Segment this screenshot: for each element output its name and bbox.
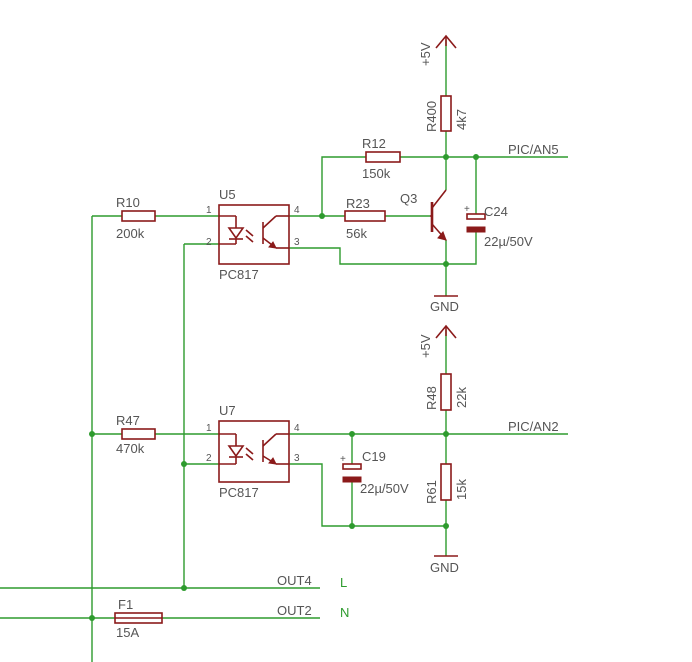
gnd-label-top: GND <box>430 299 459 314</box>
r10-value: 200k <box>116 226 145 241</box>
junction <box>349 431 355 437</box>
wires <box>0 40 568 662</box>
resistor-r10: R10 200k <box>116 195 156 241</box>
r48-value: 22k <box>454 387 469 408</box>
c24-value: 22µ/50V <box>484 234 533 249</box>
r61-value: 15k <box>454 479 469 500</box>
r400-value: 4k7 <box>454 109 469 130</box>
u7-pin-2: 2 <box>206 453 212 464</box>
transistor-q3: Q3 <box>400 189 447 241</box>
capacitor-c19: + C19 22µ/50V <box>340 449 409 496</box>
gnd-symbol-top: GND <box>430 295 459 314</box>
u5-pin-2: 2 <box>206 237 212 248</box>
net-label-out2: OUT2 <box>277 603 312 618</box>
junction <box>181 461 187 467</box>
r23-value: 56k <box>346 226 367 241</box>
vcc-symbol-bottom: +5V <box>418 324 457 358</box>
net-label-pic-an5: PIC/AN5 <box>508 142 559 157</box>
wire-c24-bottom <box>446 232 477 265</box>
u5-pin-4: 4 <box>294 205 300 216</box>
vcc-label-bottom: +5V <box>418 334 433 358</box>
wire-r12-loop <box>321 156 366 216</box>
u7-name: U7 <box>219 403 236 418</box>
junction <box>319 213 325 219</box>
resistor-r12: R12 150k <box>362 136 401 181</box>
u5-pin-1: 1 <box>206 205 212 216</box>
optocoupler-u5: 1 2 3 4 U5 PC817 <box>206 187 300 282</box>
u7-pin-4: 4 <box>294 423 300 434</box>
junction <box>443 523 449 529</box>
r12-value: 150k <box>362 166 391 181</box>
wire-u5-pin3 <box>289 247 446 265</box>
resistor-r48: R48 22k <box>424 373 469 411</box>
u5-value: PC817 <box>219 267 259 282</box>
c19-name: C19 <box>362 449 386 464</box>
net-label-n: N <box>340 605 349 620</box>
u7-value: PC817 <box>219 485 259 500</box>
r47-value: 470k <box>116 441 145 456</box>
junction <box>89 431 95 437</box>
f1-name: F1 <box>118 597 133 612</box>
optocoupler-u7: 1 2 3 4 U7 PC817 <box>206 403 300 500</box>
resistor-r23: R23 56k <box>344 196 386 241</box>
u5-pin-3: 3 <box>294 237 300 248</box>
junction <box>349 523 355 529</box>
net-label-pic-an2: PIC/AN2 <box>508 419 559 434</box>
junction <box>443 431 449 437</box>
u5-name: U5 <box>219 187 236 202</box>
r47-name: R47 <box>116 413 140 428</box>
net-label-out4: OUT4 <box>277 573 312 588</box>
c19-polarity: + <box>340 454 346 465</box>
u7-pin-1: 1 <box>206 423 212 434</box>
capacitor-c24: + C24 22µ/50V <box>464 204 533 249</box>
resistor-r61: R61 15k <box>424 463 469 504</box>
r61-name: R61 <box>424 480 439 504</box>
r10-name: R10 <box>116 195 140 210</box>
net-label-l: L <box>340 575 347 590</box>
gnd-label-bottom: GND <box>430 560 459 575</box>
q3-name: Q3 <box>400 191 417 206</box>
c24-polarity: + <box>464 204 470 215</box>
r12-name: R12 <box>362 136 386 151</box>
c19-value: 22µ/50V <box>360 481 409 496</box>
resistor-r400: R400 4k7 <box>424 95 469 132</box>
f1-value: 15A <box>116 625 139 640</box>
junction <box>473 154 479 160</box>
c24-name: C24 <box>484 204 508 219</box>
r23-name: R23 <box>346 196 370 211</box>
vcc-symbol-top: +5V <box>418 34 457 66</box>
wire-u7-pin3 <box>289 463 446 527</box>
resistor-r47: R47 470k <box>116 413 156 456</box>
junction <box>181 585 187 591</box>
junction <box>443 261 449 267</box>
junction <box>89 615 95 621</box>
r48-name: R48 <box>424 386 439 410</box>
fuse-f1: F1 15A <box>114 597 163 640</box>
gnd-symbol-bottom: GND <box>430 555 459 575</box>
junctions <box>89 154 479 621</box>
junction <box>443 154 449 160</box>
u7-pin-3: 3 <box>294 453 300 464</box>
r400-name: R400 <box>424 101 439 132</box>
vcc-label-top: +5V <box>418 42 433 66</box>
